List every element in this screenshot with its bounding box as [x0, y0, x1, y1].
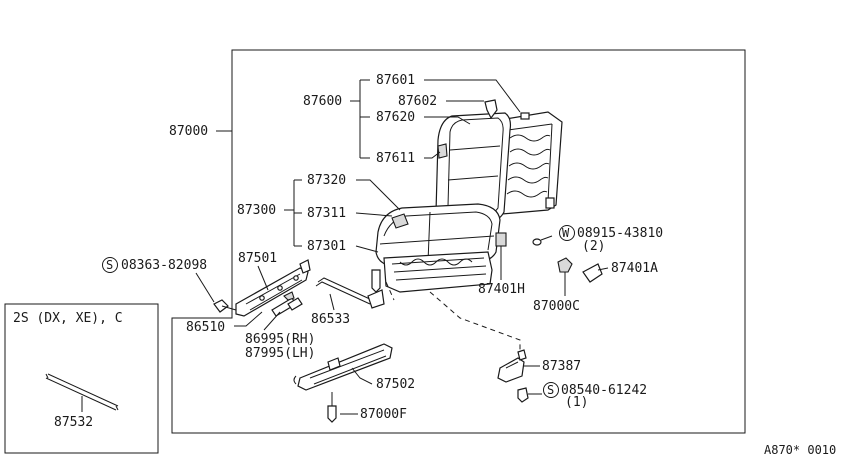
- bolt-86510-drawing: [213, 299, 229, 313]
- leader-08915: [540, 235, 553, 241]
- diagram-code: A870* 0010: [764, 443, 836, 457]
- inset-title: 2S (DX, XE), C: [13, 311, 123, 326]
- label-87501: 87501: [238, 251, 277, 266]
- label-87532: 87532: [54, 415, 93, 430]
- label-86533: 86533: [311, 312, 350, 327]
- bracket-87300: [284, 179, 302, 247]
- bolt-87401a-drawing: [582, 263, 603, 283]
- leader-87401a: [597, 267, 609, 271]
- label-86995: 86995(RH): [245, 332, 315, 347]
- label-87611: 87611: [376, 151, 415, 166]
- label-87000c: 87000C: [533, 299, 580, 314]
- slide-rail-87502-drawing: [293, 343, 393, 391]
- leader-86995: [263, 311, 281, 331]
- main-frame: [171, 49, 746, 434]
- label-87387: 87387: [542, 359, 581, 374]
- label-08540-qty: (1): [565, 395, 588, 410]
- inset-rod-87532-drawing: [45, 373, 119, 412]
- bolt-symbol-2: S: [547, 383, 554, 397]
- hook-87401h-drawing: [495, 232, 507, 247]
- leader-87311: [355, 212, 393, 217]
- label-87401a: 87401A: [611, 261, 658, 276]
- dashed-guide-2: [385, 281, 395, 301]
- label-87000: 87000: [169, 124, 208, 139]
- leader-08363: [195, 272, 215, 303]
- label-87320: 87320: [307, 173, 346, 188]
- label-87300: 87300: [237, 203, 276, 218]
- leader-86533: [329, 293, 335, 311]
- label-08915-qty: (2): [582, 239, 605, 254]
- label-87601: 87601: [376, 73, 415, 88]
- label-86510: 86510: [186, 320, 225, 335]
- label-08915: 08915-43810: [577, 226, 663, 241]
- leader-87601: [424, 79, 521, 113]
- bracket-87387-drawing: [497, 349, 527, 383]
- leader-87502: [351, 367, 373, 385]
- washer-symbol: W: [562, 226, 570, 240]
- slide-rail-87501-drawing: [235, 259, 311, 317]
- label-87311: 87311: [307, 206, 346, 221]
- label-87401h: 87401H: [478, 282, 525, 297]
- label-08363: 08363-82098: [121, 258, 207, 273]
- label-87620: 87620: [376, 110, 415, 125]
- seat-cushion-drawing: [375, 203, 501, 293]
- label-87000f: 87000F: [360, 407, 407, 422]
- label-87600: 87600: [303, 94, 342, 109]
- bolt-symbol-1: S: [106, 258, 113, 272]
- leader-86510: [234, 311, 263, 327]
- bolt-87000f-drawing: [327, 405, 337, 423]
- bolt-cushion-drawing: [371, 269, 381, 293]
- bolt-08540-drawing: [517, 387, 529, 403]
- inset-frame: [4, 303, 159, 454]
- leader-87611: [424, 151, 441, 159]
- washer-drawing: [532, 238, 542, 246]
- leader-87620: [424, 116, 471, 125]
- nut-87000c-drawing: [557, 257, 573, 273]
- label-08540: 08540-61242: [561, 383, 647, 398]
- seat-back-cushion-drawing: [435, 99, 512, 225]
- leader-87320: [356, 179, 401, 211]
- leader-87301: [355, 245, 379, 253]
- bracket-87600: [350, 79, 370, 159]
- label-87301: 87301: [307, 239, 346, 254]
- dashed-guide-1: [429, 291, 521, 352]
- leader-87501: [257, 265, 269, 291]
- lever-86533-drawing: [315, 277, 385, 309]
- bolt-symbol-circle-2: [543, 382, 559, 398]
- label-87995: 87995(LH): [245, 346, 315, 361]
- label-87602: 87602: [398, 94, 437, 109]
- label-87502: 87502: [376, 377, 415, 392]
- washer-symbol-circle: [559, 225, 575, 241]
- bolt-symbol-circle-1: [102, 257, 118, 273]
